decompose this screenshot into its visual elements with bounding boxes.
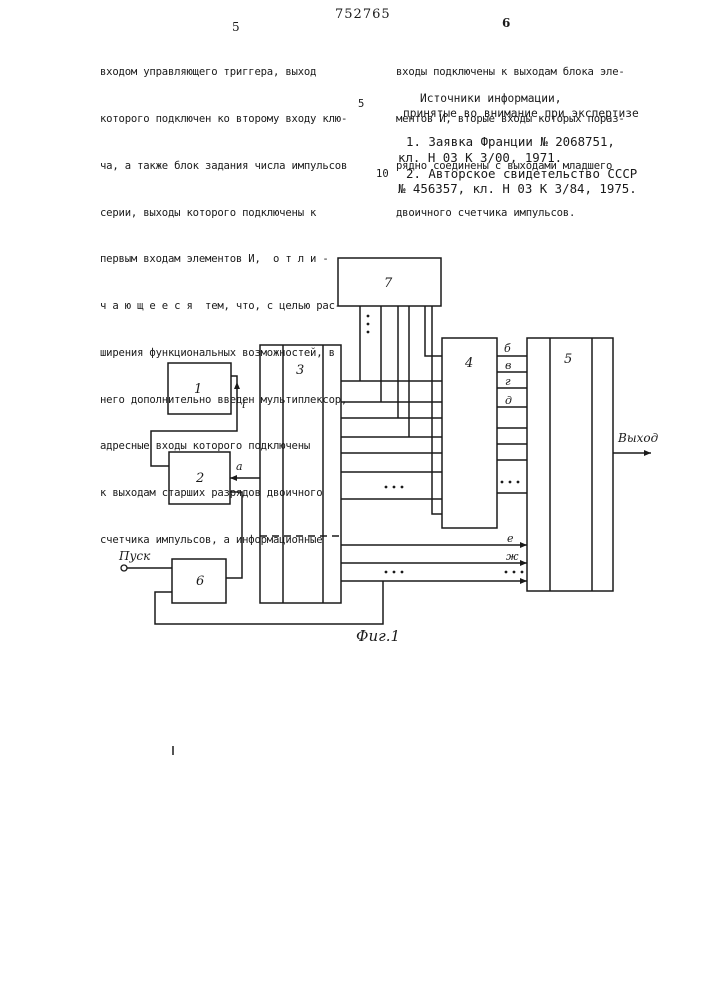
- block-label: 3: [296, 363, 304, 378]
- figure-caption: Фиг.1: [356, 627, 400, 645]
- block-label: 1: [194, 382, 202, 397]
- signal-label: е: [507, 532, 514, 545]
- arrow-head: [520, 560, 527, 566]
- block-3: [260, 345, 341, 603]
- signal-label: в: [505, 359, 511, 372]
- arrow-head: [644, 450, 651, 456]
- bus-7-to-3: [432, 306, 442, 514]
- arrow-head: [520, 578, 527, 584]
- scan-mark: [172, 746, 174, 755]
- pusk-label: Пуск: [118, 549, 151, 563]
- signal-label: б: [504, 342, 511, 355]
- wire-2-to-6: [226, 492, 242, 578]
- block-label: 6: [196, 574, 204, 589]
- output-label: Выход: [617, 431, 659, 445]
- block-label: 7: [384, 276, 393, 291]
- signal-label: ж: [506, 550, 519, 563]
- arrow-head: [234, 382, 240, 389]
- signal-label: г: [505, 375, 511, 388]
- pusk-terminal: [121, 565, 127, 571]
- bus-7-to-4: [425, 306, 442, 356]
- block-label: 4: [464, 356, 473, 371]
- signal-label: а: [236, 460, 243, 473]
- arrow-head: [230, 475, 237, 481]
- block-5: [527, 338, 613, 591]
- signal-label: д: [505, 394, 512, 407]
- block-label: 2: [195, 471, 204, 486]
- signal-label: i: [242, 398, 246, 411]
- block-label: 5: [564, 352, 572, 367]
- arrow-head: [520, 542, 527, 548]
